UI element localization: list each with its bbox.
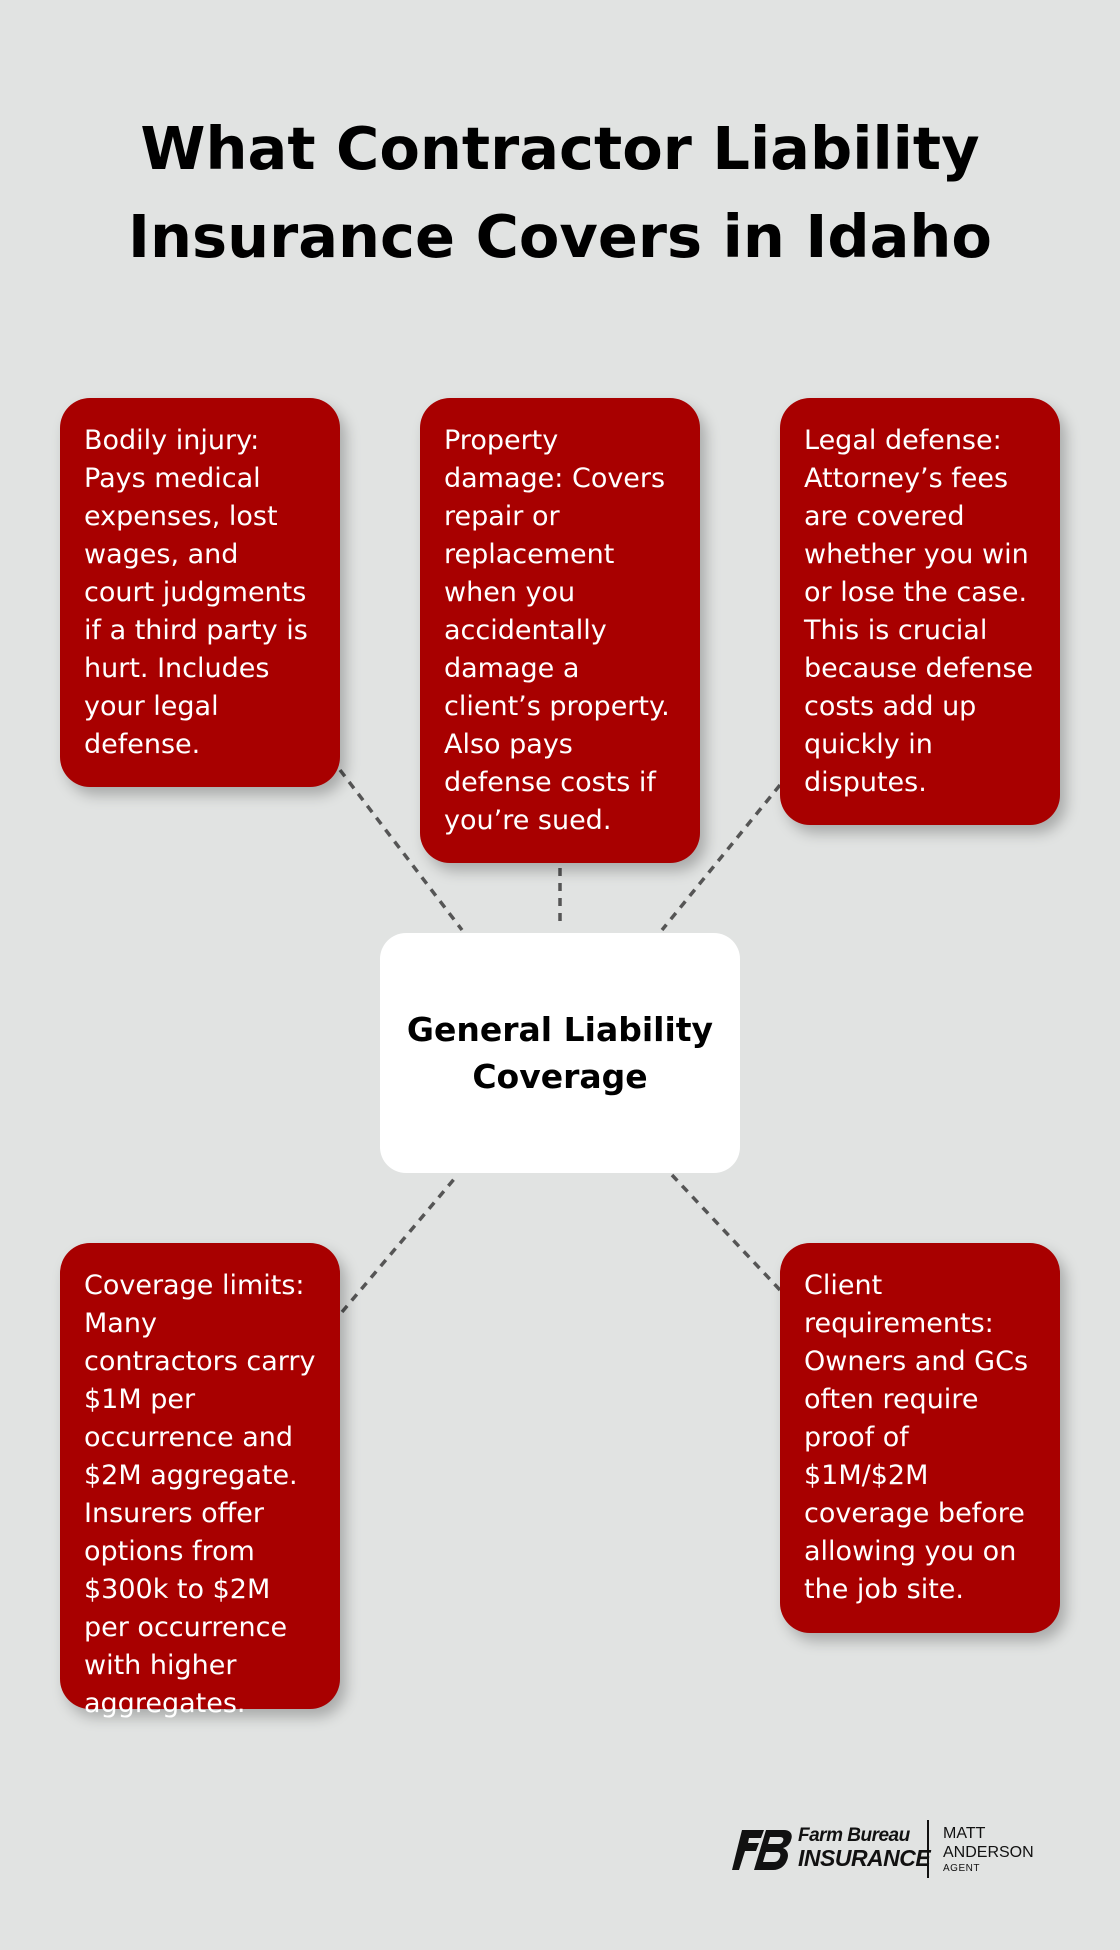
logo-brand-line-1: Farm Bureau [798,1825,910,1846]
page-title: What Contractor Liability Insurance Cove… [60,105,1060,281]
title-line-2: Insurance Covers in Idaho [128,202,992,271]
connector-legal-defense [660,783,782,932]
card-property-damage-text: Property damage: Covers repair or replac… [444,425,670,836]
connector-client-requirements [670,1173,782,1292]
hub-label: General Liability Coverage [406,1010,714,1096]
logo-brand-text: Farm Bureau INSURANCE [798,1825,931,1871]
agent-title: AGENT [943,1863,980,1874]
card-bodily-injury: Bodily injury: Pays medical expenses, lo… [60,398,340,787]
card-coverage-limits-text: Coverage limits: Many contractors carry … [84,1270,316,1719]
logo-brand-line-2: INSURANCE [798,1845,931,1871]
card-client-requirements: Client requirements: Owners and GCs ofte… [780,1243,1060,1633]
card-property-damage: Property damage: Covers repair or replac… [420,398,700,863]
card-coverage-limits: Coverage limits: Many contractors carry … [60,1243,340,1719]
connector-bodily-injury [338,768,464,932]
card-legal-defense: Legal defense: Attorney’s fees are cover… [780,398,1060,825]
card-bodily-injury-text: Bodily injury: Pays medical expenses, lo… [84,425,308,760]
logo-divider [927,1820,929,1878]
logo-agent-block: MATT ANDERSON AGENT [943,1824,1034,1876]
farm-bureau-fb-icon [732,1830,792,1870]
farm-bureau-logo: Farm Bureau INSURANCE MATT ANDERSON AGEN… [732,1818,1052,1882]
agent-first-name: MATT [943,1825,986,1842]
connector-coverage-limits [340,1176,457,1314]
agent-last-name: ANDERSON [943,1844,1034,1861]
card-client-requirements-text: Client requirements: Owners and GCs ofte… [804,1270,1029,1605]
card-legal-defense-text: Legal defense: Attorney’s fees are cover… [804,425,1034,798]
title-line-1: What Contractor Liability [140,114,980,183]
hub-general-liability: General Liability Coverage [380,933,740,1173]
